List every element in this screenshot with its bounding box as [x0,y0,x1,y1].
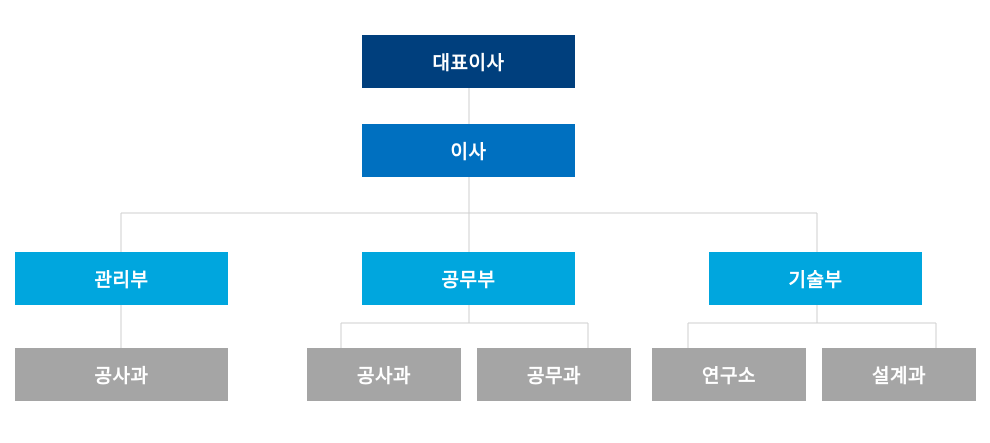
node-unit-pw-construction: 공사과 [307,348,461,401]
node-unit-label: 설계과 [872,365,926,387]
node-department-label: 공무부 [441,269,496,291]
node-unit-label: 공무과 [527,365,581,387]
node-department-label: 기술부 [788,269,843,291]
node-ceo-label: 대표이사 [432,52,505,74]
node-department-admin: 관리부 [15,252,228,305]
node-department-label: 관리부 [94,269,149,291]
node-unit-label: 연구소 [702,365,756,387]
node-director: 이사 [362,124,575,177]
node-unit-admin-construction: 공사과 [15,348,228,401]
node-unit-label: 공사과 [94,365,149,387]
node-unit-label: 공사과 [357,365,411,387]
node-unit-tech-design: 설계과 [822,348,976,401]
node-unit-tech-research: 연구소 [652,348,806,401]
node-ceo: 대표이사 [362,35,575,88]
node-department-public-works: 공무부 [362,252,575,305]
node-department-technical: 기술부 [709,252,922,305]
node-unit-pw-public-works: 공무과 [477,348,631,401]
node-director-label: 이사 [450,141,487,163]
